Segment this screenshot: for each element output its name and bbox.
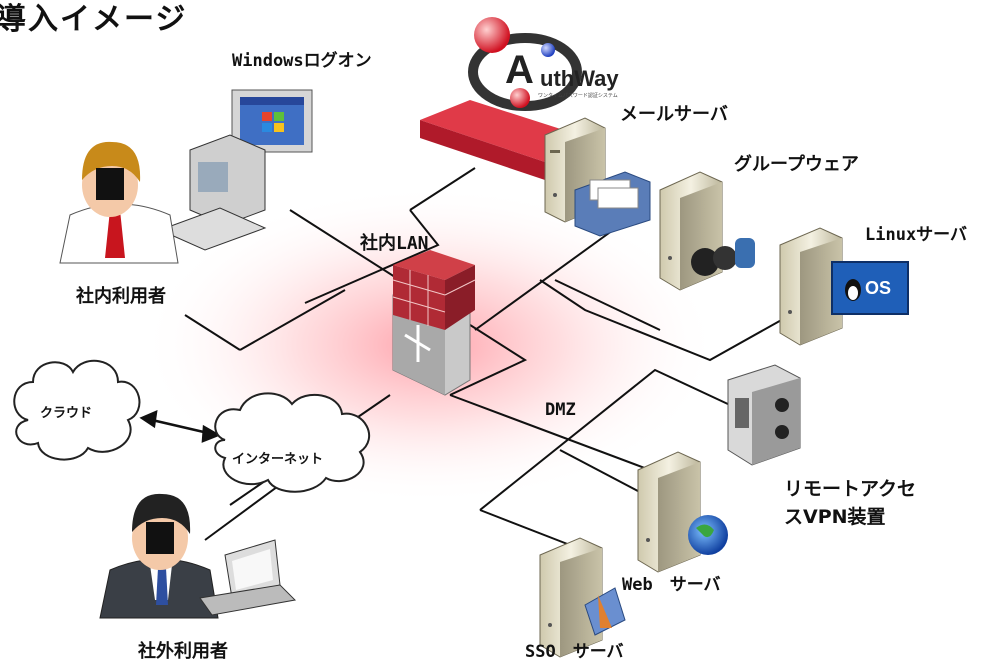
vpn-device-icon bbox=[727, 364, 801, 466]
linux-os-badge: OS bbox=[865, 278, 892, 298]
internal-lan-label: 社内LAN bbox=[360, 233, 429, 254]
internal-user-label: 社内利用者 bbox=[76, 286, 166, 307]
authway-tagline: ワンタイムパスワード認証システム bbox=[538, 93, 618, 99]
external-user-label: 社外利用者 bbox=[138, 641, 228, 662]
windows-logo-icon bbox=[262, 112, 284, 132]
web-server-icon bbox=[637, 451, 728, 573]
sso-server-icon bbox=[539, 537, 626, 658]
internet-label: インターネット bbox=[232, 452, 324, 467]
page-title: 導入イメージ bbox=[0, 2, 188, 37]
windows-logon-label: Windowsログオン bbox=[232, 51, 372, 71]
internet-shape bbox=[214, 392, 371, 493]
cloud-shape bbox=[13, 359, 141, 461]
internal-user-icon bbox=[59, 141, 179, 264]
authway-logo-text: uthWay bbox=[540, 66, 619, 91]
remote-access-label: リモートアクセ bbox=[784, 478, 917, 500]
mail-server-label: メールサーバ bbox=[620, 104, 728, 125]
groupware-label: グループウェア bbox=[734, 154, 859, 175]
remote-access-label-2: スVPN装置 bbox=[784, 506, 886, 528]
linux-server-label: Linuxサーバ bbox=[865, 225, 968, 245]
dmz-label: DMZ bbox=[545, 400, 576, 420]
web-server-label: Web サーバ bbox=[622, 575, 721, 595]
mail-server-icon bbox=[544, 117, 651, 237]
authway-logo-icon bbox=[468, 17, 582, 111]
sso-server-label: SSO サーバ bbox=[525, 642, 624, 662]
linux-server-icon bbox=[779, 227, 909, 346]
laptop-icon bbox=[199, 539, 297, 616]
external-user-icon bbox=[99, 493, 219, 619]
groupware-server-icon bbox=[659, 171, 755, 291]
pc-icon bbox=[158, 89, 313, 251]
authway-logo-letter: A bbox=[505, 48, 534, 92]
cloud-internet-arrow bbox=[139, 409, 221, 443]
cloud-label: クラウド bbox=[40, 406, 93, 421]
firewall-icon bbox=[392, 250, 476, 396]
